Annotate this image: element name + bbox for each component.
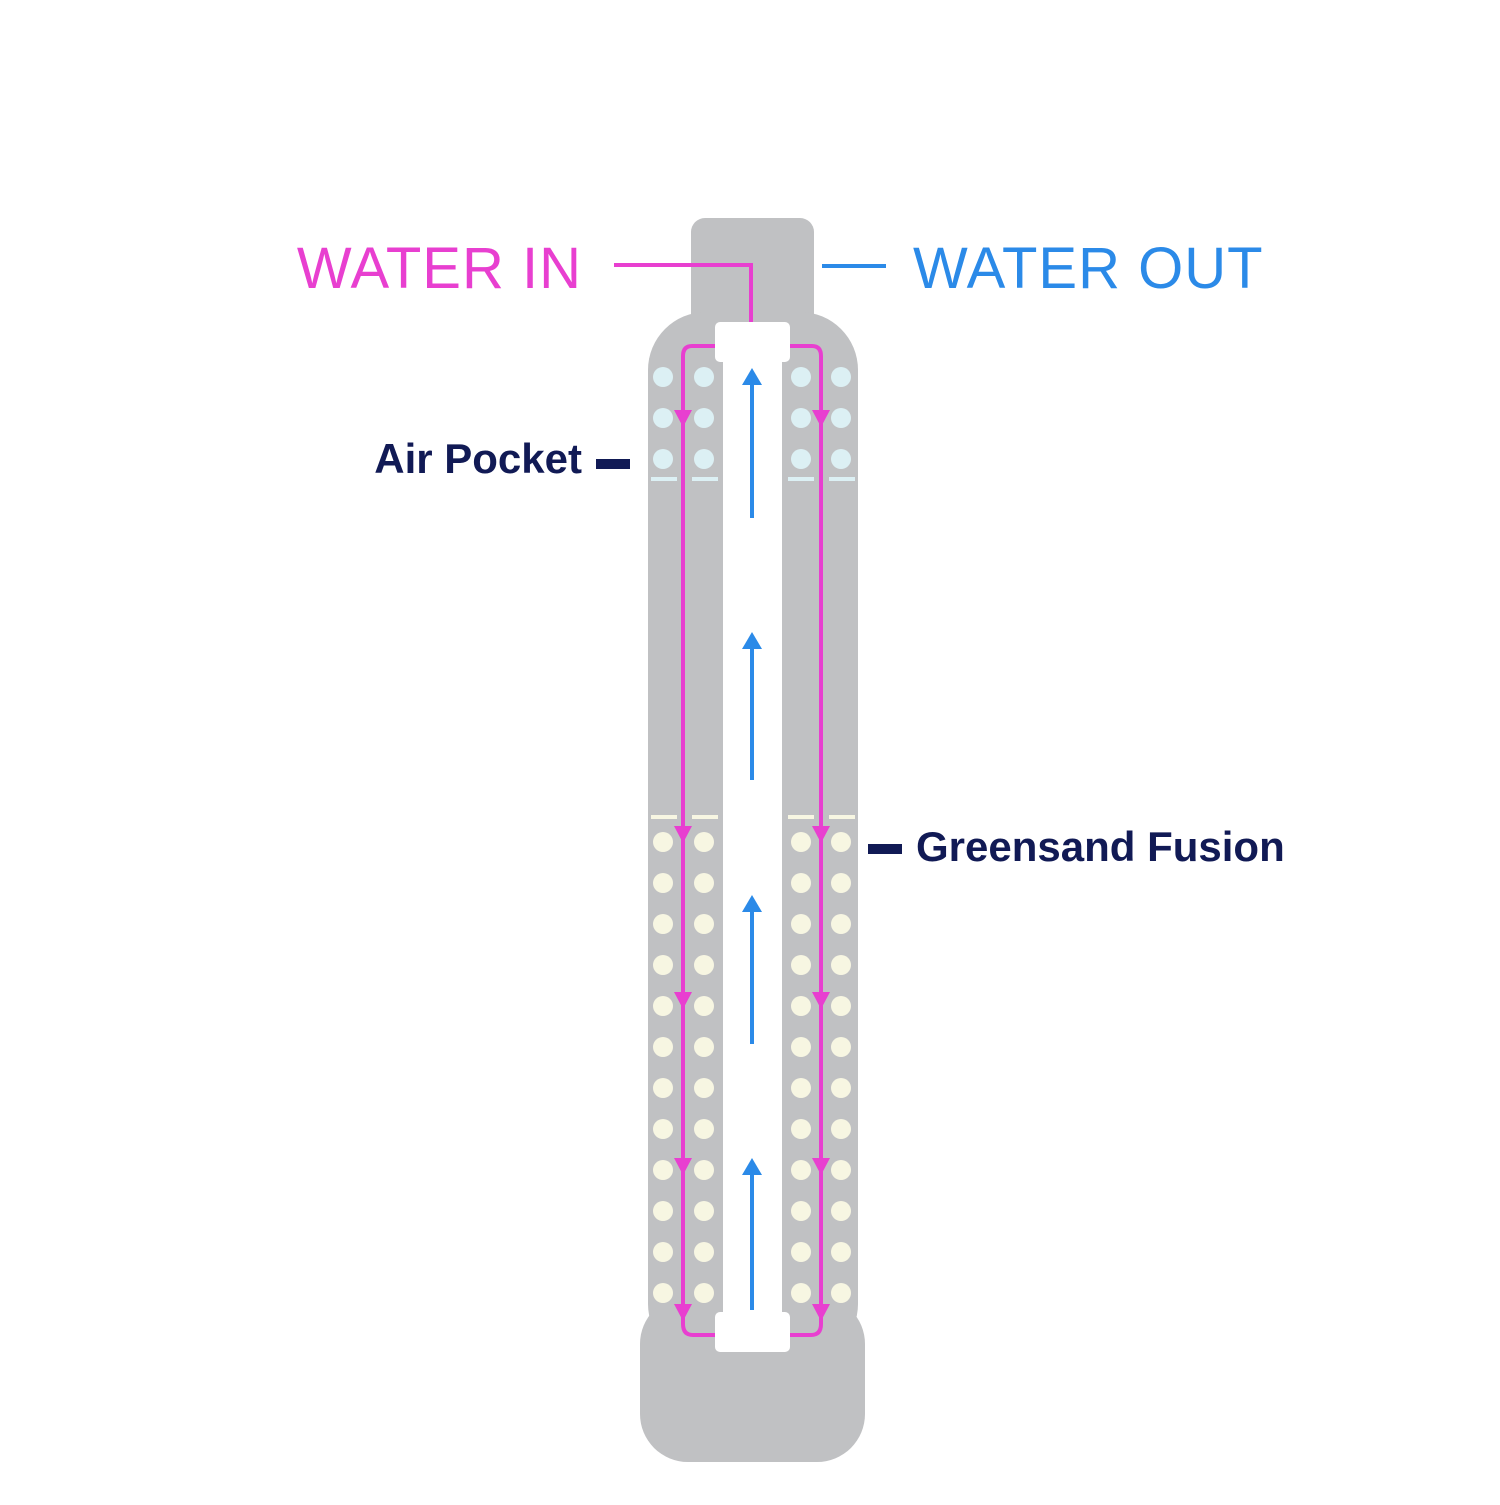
triangle-down-arrow-icon xyxy=(812,826,830,843)
media-bead xyxy=(653,996,673,1016)
greensand-fusion-label: Greensand Fusion xyxy=(916,823,1285,870)
triangle-down-arrow-icon xyxy=(674,410,692,427)
air-pocket-marker xyxy=(596,459,630,469)
media-bead xyxy=(694,1160,714,1180)
outflow-arrows xyxy=(742,368,762,1310)
media-bead xyxy=(653,873,673,893)
air-bubble xyxy=(653,367,673,387)
media-bead xyxy=(694,1119,714,1139)
media-bead xyxy=(653,1078,673,1098)
media-bead xyxy=(694,1283,714,1303)
layer-separators xyxy=(651,477,855,819)
air-bubble xyxy=(653,408,673,428)
media-bead xyxy=(831,955,851,975)
greensand-media-beads xyxy=(653,832,851,1303)
media-bead xyxy=(831,996,851,1016)
air-bubble xyxy=(791,408,811,428)
riser-bottom-cap xyxy=(715,1312,790,1352)
media-bead xyxy=(653,1160,673,1180)
media-bead xyxy=(653,1242,673,1262)
media-bead xyxy=(831,832,851,852)
media-bead xyxy=(791,914,811,934)
triangle-down-arrow-icon xyxy=(812,1158,830,1175)
triangle-down-arrow-icon xyxy=(812,992,830,1009)
greensand-marker xyxy=(868,844,902,854)
media-bead xyxy=(653,914,673,934)
triangle-down-arrow-icon xyxy=(674,1158,692,1175)
media-bead xyxy=(791,1242,811,1262)
outflow-path xyxy=(742,264,886,1310)
media-bead xyxy=(791,1119,811,1139)
media-bead xyxy=(694,1037,714,1057)
air-bubble xyxy=(791,449,811,469)
triangle-down-arrow-icon xyxy=(812,410,830,427)
media-bead xyxy=(791,996,811,1016)
inflow-inlet-line xyxy=(614,263,753,322)
media-bead xyxy=(694,873,714,893)
water-in-label: WATER IN xyxy=(296,236,582,301)
media-bead xyxy=(831,1201,851,1221)
arrow-up-icon xyxy=(742,1158,762,1175)
tank-base xyxy=(640,1296,865,1462)
media-bead xyxy=(831,873,851,893)
inflow-path xyxy=(614,263,830,1337)
media-bead xyxy=(791,1037,811,1057)
air-pocket-label: Air Pocket xyxy=(374,435,582,482)
media-bead xyxy=(831,1037,851,1057)
arrow-up-icon xyxy=(742,895,762,912)
media-bead xyxy=(791,955,811,975)
media-bead xyxy=(791,873,811,893)
media-bead xyxy=(694,955,714,975)
air-bubble xyxy=(791,367,811,387)
triangle-down-arrow-icon xyxy=(674,992,692,1009)
media-bead xyxy=(791,832,811,852)
riser-top-cap xyxy=(715,322,790,362)
media-bead xyxy=(831,914,851,934)
media-bead xyxy=(791,1201,811,1221)
media-bead xyxy=(653,1037,673,1057)
media-bead xyxy=(791,1160,811,1180)
air-bubble xyxy=(831,449,851,469)
media-bead xyxy=(653,955,673,975)
media-bead xyxy=(791,1283,811,1303)
media-bead xyxy=(831,1242,851,1262)
media-bead xyxy=(694,1242,714,1262)
media-bead xyxy=(831,1119,851,1139)
triangle-down-arrow-icon xyxy=(674,826,692,843)
media-bead xyxy=(694,914,714,934)
air-bubble xyxy=(694,367,714,387)
media-bead xyxy=(653,1283,673,1303)
media-bead xyxy=(694,832,714,852)
media-bead xyxy=(694,1078,714,1098)
media-bead xyxy=(831,1160,851,1180)
media-bead xyxy=(653,832,673,852)
media-bead xyxy=(831,1078,851,1098)
air-bubble xyxy=(694,449,714,469)
media-bead xyxy=(694,996,714,1016)
air-bubble xyxy=(831,367,851,387)
media-bead xyxy=(653,1119,673,1139)
media-bead xyxy=(791,1078,811,1098)
media-bead xyxy=(831,1283,851,1303)
air-bubble xyxy=(694,408,714,428)
inflow-arrows xyxy=(674,410,830,1321)
air-bubbles xyxy=(653,367,851,469)
arrow-up-icon xyxy=(742,632,762,649)
triangle-down-arrow-icon xyxy=(674,1304,692,1321)
triangle-down-arrow-icon xyxy=(812,1304,830,1321)
air-bubble xyxy=(831,408,851,428)
media-bead xyxy=(653,1201,673,1221)
air-bubble xyxy=(653,449,673,469)
media-bead xyxy=(694,1201,714,1221)
water-out-label: WATER OUT xyxy=(913,236,1264,301)
arrow-up-icon xyxy=(742,368,762,385)
